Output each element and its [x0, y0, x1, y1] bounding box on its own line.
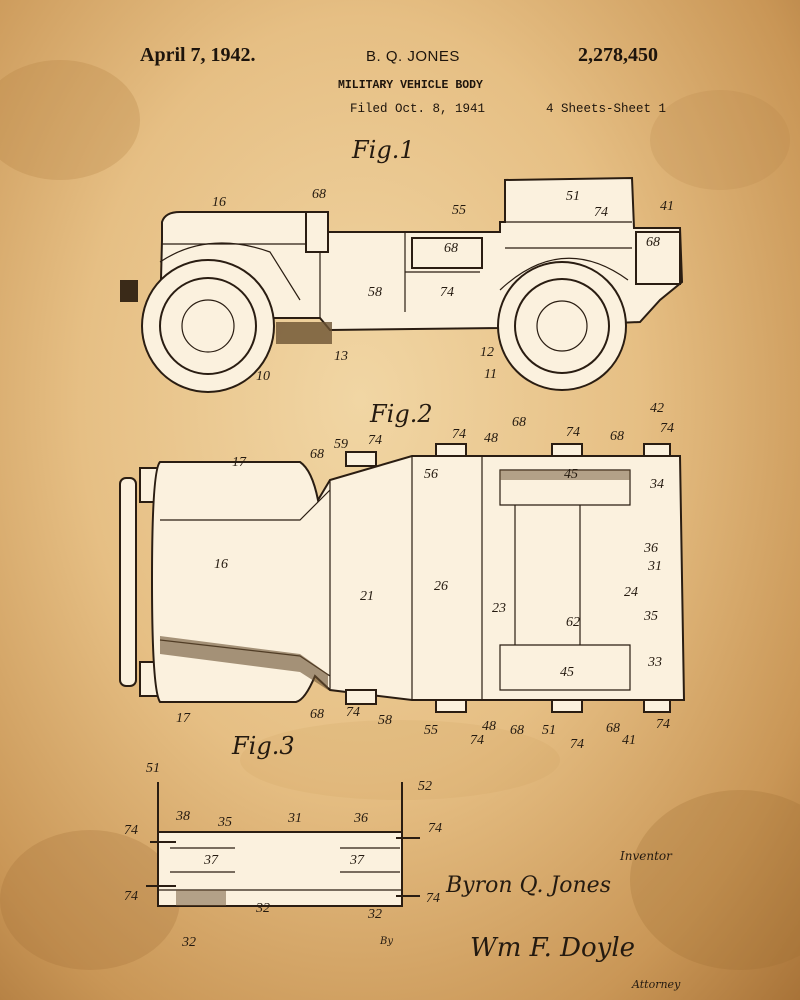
- figure-1-side-view: Fig.1: [120, 136, 684, 393]
- fig2-reference-label: 68: [310, 447, 324, 462]
- fig2-reference-label: 21: [360, 589, 374, 604]
- figure-2-top-view: Fig.2: [119, 400, 686, 713]
- fig3-reference-label: 31: [287, 811, 302, 826]
- fig3-reference-label: 51: [146, 761, 160, 776]
- attorney-caption: Attorney: [631, 978, 681, 991]
- fig2-reference-label: 34: [649, 477, 664, 492]
- fig2-reference-label: 74: [452, 427, 466, 442]
- fig2-reference-label: 51: [542, 723, 556, 738]
- inventor-caption: Inventor: [619, 849, 673, 863]
- fig2-reference-label: 45: [564, 467, 578, 482]
- fig2-reference-label: 74: [470, 733, 484, 748]
- fig2-reference-label: 62: [566, 615, 580, 630]
- fig1-reference-label: 16: [212, 195, 226, 210]
- inventor-name-header: B. Q. JONES: [366, 48, 460, 65]
- fig1-reference-label: 13: [334, 349, 348, 364]
- fig1-reference-label: 12: [480, 345, 494, 360]
- fig2-reference-label: 59: [334, 437, 348, 452]
- fig2-reference-label: 45: [560, 665, 574, 680]
- fig3-reference-label: 38: [175, 809, 190, 824]
- sheet-count: 4 Sheets-Sheet 1: [546, 102, 667, 116]
- patent-date: April 7, 1942.: [140, 44, 256, 66]
- fig2-reference-label: 42: [650, 401, 664, 416]
- fig2-caption: Fig.2: [369, 400, 433, 428]
- fig1-reference-label: 10: [256, 369, 270, 384]
- fig2-reference-label: 36: [643, 541, 658, 556]
- fig1-reference-labels: 16 68 55 51 74 41 68 68 58 74 13 12 10 11: [212, 187, 674, 384]
- fig2-reference-label: 26: [434, 579, 448, 594]
- fig2-reference-label: 74: [566, 425, 580, 440]
- fig3-reference-label: 32: [367, 907, 382, 922]
- fig2-reference-label: 74: [656, 717, 670, 732]
- fig1-reference-label: 68: [444, 241, 458, 256]
- fig2-reference-label: 74: [368, 433, 382, 448]
- fig3-reference-label: 32: [181, 935, 196, 950]
- fig2-reference-label: 68: [310, 707, 324, 722]
- fig2-reference-label: 23: [492, 601, 506, 616]
- fig1-reference-label: 51: [566, 189, 580, 204]
- filed-date: Filed Oct. 8, 1941: [350, 102, 486, 116]
- fig3-reference-label: 37: [203, 853, 219, 868]
- fig1-reference-label: 74: [440, 285, 454, 300]
- fig2-reference-label: 17: [232, 455, 247, 470]
- fig3-reference-label: 74: [124, 889, 138, 904]
- fig2-reference-label: 55: [424, 723, 438, 738]
- fig2-reference-label: 48: [482, 719, 496, 734]
- fig3-reference-label: 32: [255, 901, 270, 916]
- fig1-caption: Fig.1: [351, 136, 415, 164]
- fig1-reference-label: 74: [594, 205, 608, 220]
- fig3-reference-label: 36: [353, 811, 368, 826]
- fig3-reference-label: 74: [428, 821, 442, 836]
- fig3-reference-label: 74: [426, 891, 440, 906]
- fig2-reference-label: 74: [346, 705, 360, 720]
- fig2-reference-label: 68: [610, 429, 624, 444]
- fig2-reference-label: 68: [512, 415, 526, 430]
- signature-block: Inventor Byron Q. Jones By Wm F. Doyle A…: [379, 849, 681, 991]
- fig2-reference-label: 16: [214, 557, 228, 572]
- figure-3-cross-section: Fig.3: [146, 732, 420, 907]
- fig3-reference-label: 35: [217, 815, 232, 830]
- fig2-reference-label: 74: [660, 421, 674, 436]
- fig2-reference-label: 74: [570, 737, 584, 752]
- fig2-reference-label: 68: [510, 723, 524, 738]
- fig2-reference-label: 24: [624, 585, 638, 600]
- fig3-reference-label: 37: [349, 853, 365, 868]
- fig1-reference-label: 68: [646, 235, 660, 250]
- inventor-signature: Byron Q. Jones: [445, 873, 611, 898]
- fig2-reference-label: 31: [647, 559, 662, 574]
- fig1-reference-label: 41: [660, 199, 674, 214]
- fig2-reference-label: 56: [424, 467, 438, 482]
- patent-number: 2,278,450: [578, 44, 658, 66]
- witness-mark: By: [379, 936, 393, 947]
- fig2-reference-label: 33: [647, 655, 662, 670]
- patent-title: MILITARY VEHICLE BODY: [338, 79, 483, 92]
- fig1-reference-label: 55: [452, 203, 466, 218]
- fig2-reference-label: 48: [484, 431, 498, 446]
- fig1-reference-label: 11: [484, 367, 497, 382]
- attorney-signature: Wm F. Doyle: [470, 933, 635, 963]
- fig1-reference-label: 68: [312, 187, 326, 202]
- fig3-reference-label: 52: [418, 779, 432, 794]
- fig3-reference-labels: 51 52 38 35 31 36 74 74 37 37 74 32 32 74 32: [124, 761, 442, 950]
- fig2-reference-label: 68: [606, 721, 620, 736]
- fig2-reference-label: 17: [176, 711, 191, 726]
- fig2-reference-label: 41: [622, 733, 636, 748]
- fig3-reference-label: 74: [124, 823, 138, 838]
- fig1-reference-label: 58: [368, 285, 382, 300]
- fig2-reference-label: 58: [378, 713, 392, 728]
- fig3-caption: Fig.3: [231, 732, 295, 760]
- fig2-reference-label: 35: [643, 609, 658, 624]
